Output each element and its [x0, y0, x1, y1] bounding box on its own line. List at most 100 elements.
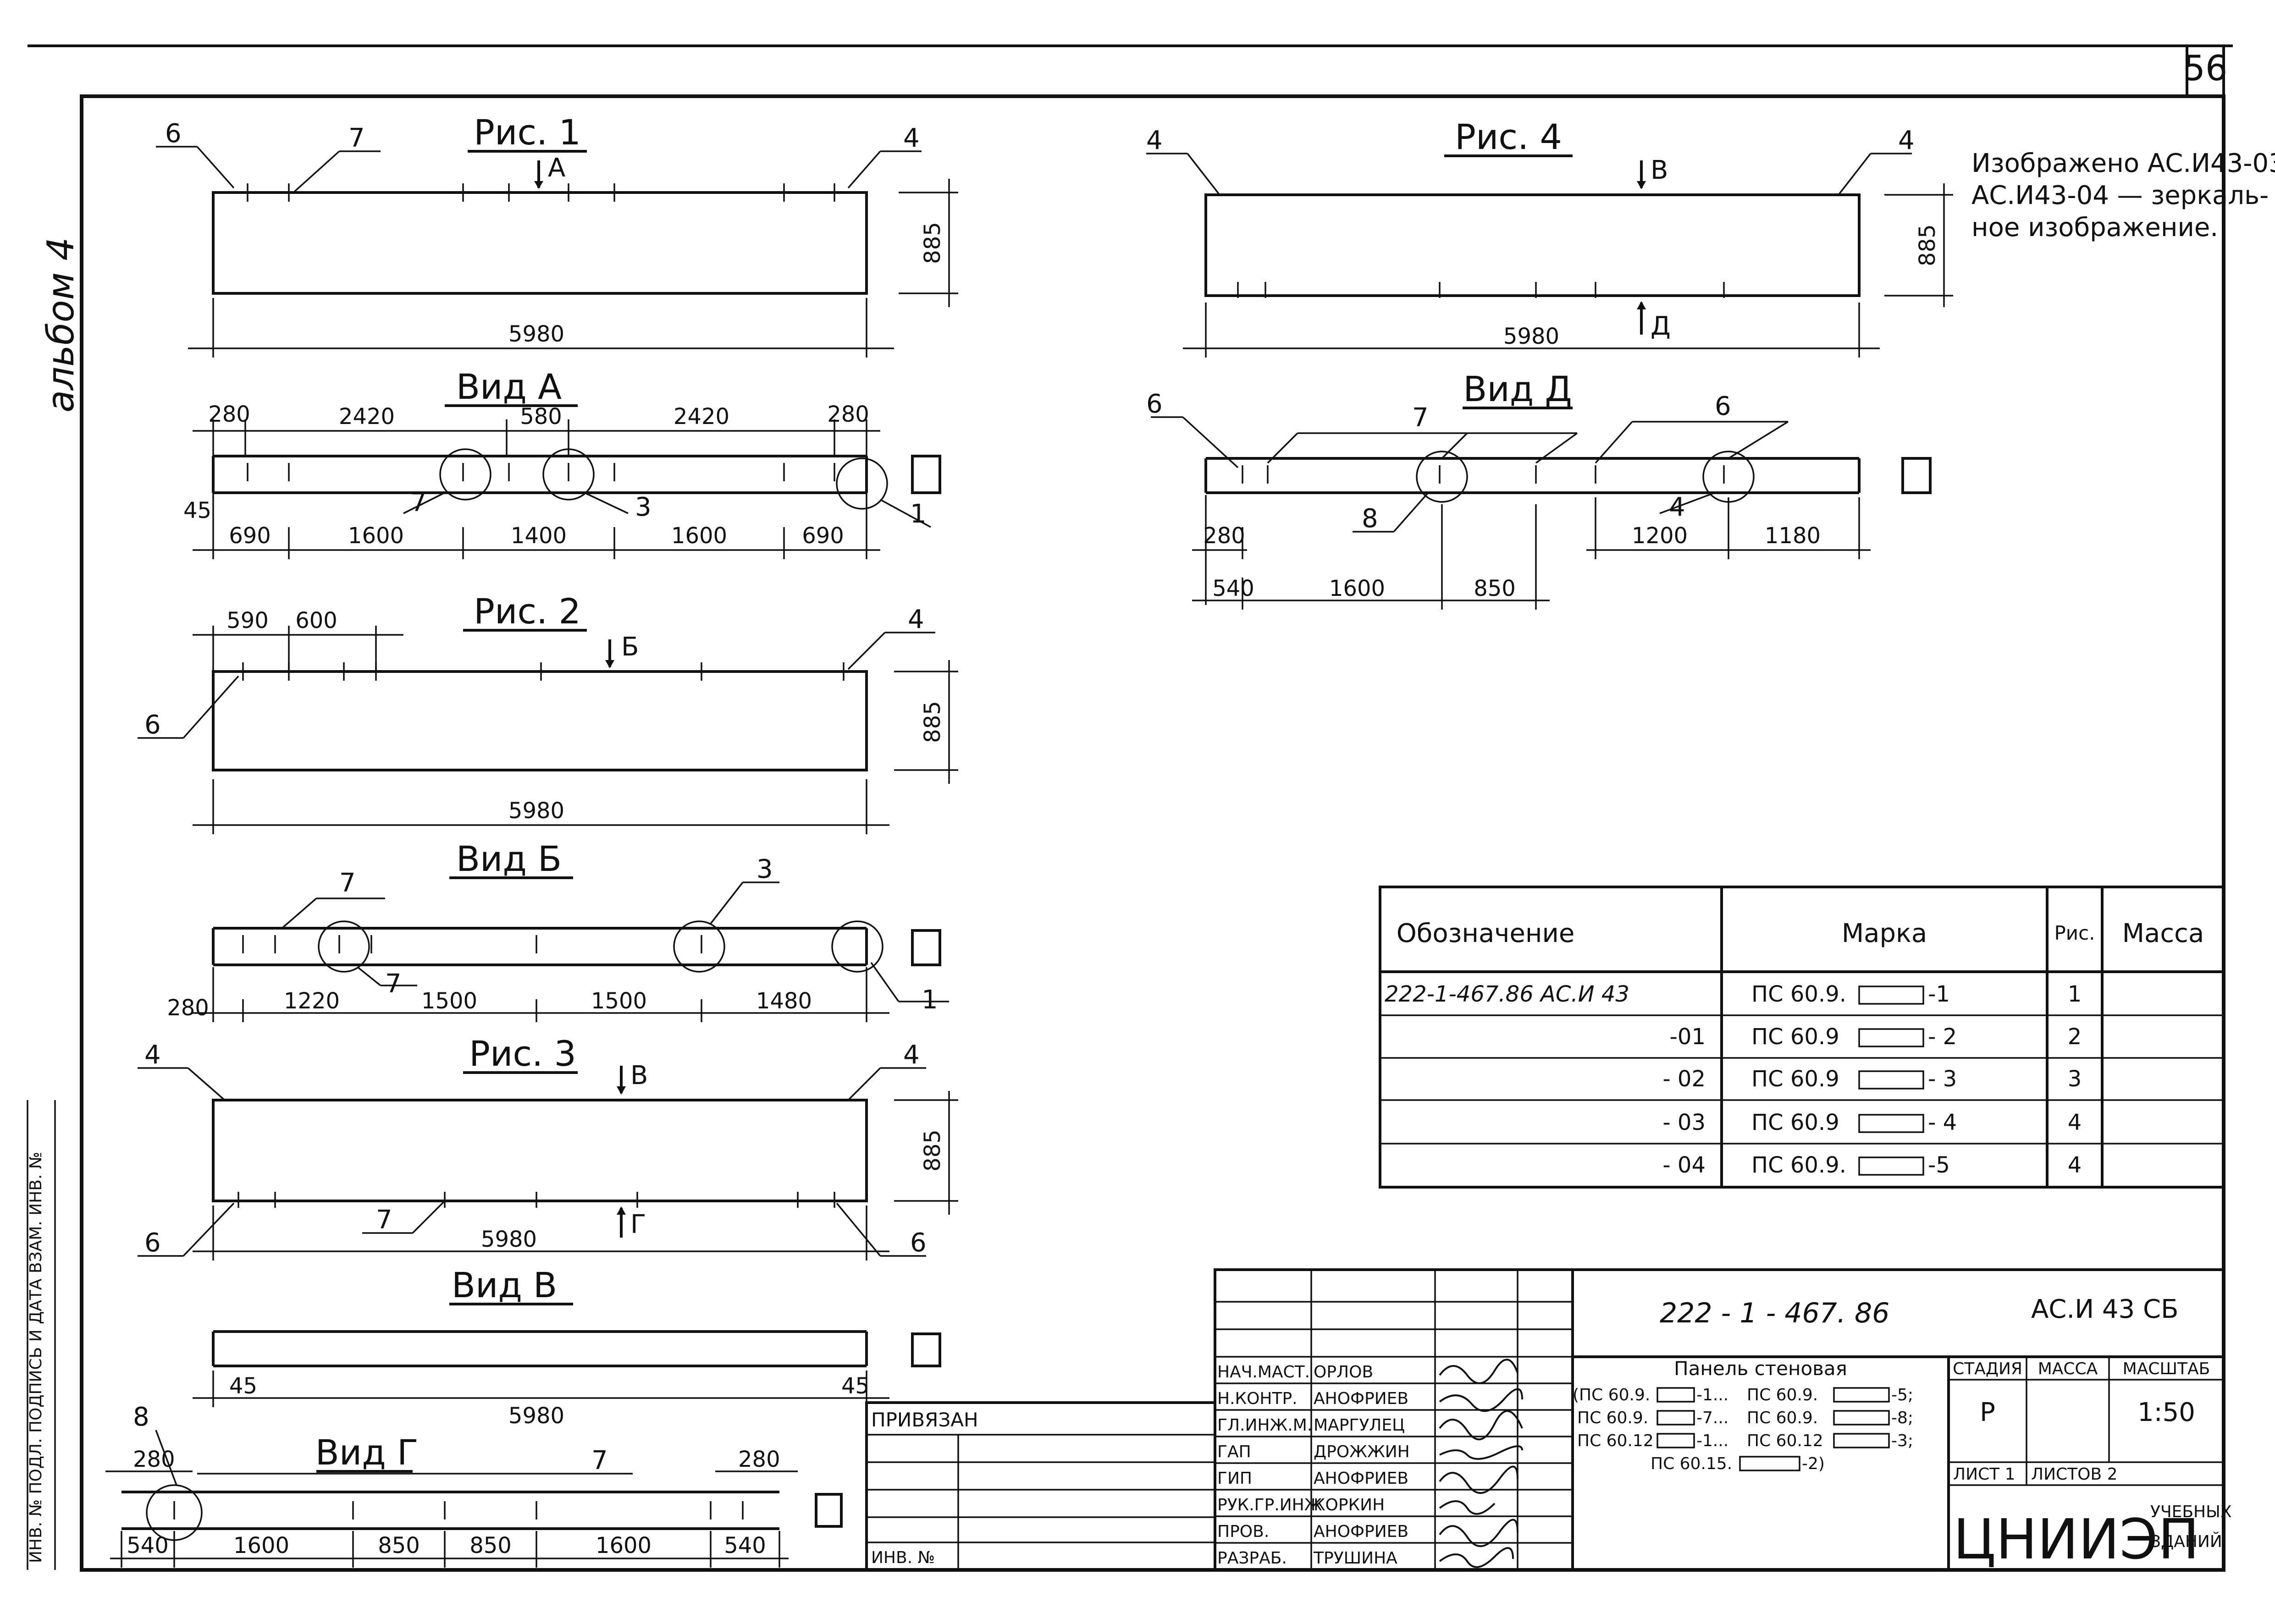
table-row: 222-1-467.86 АС.И 43 ПС 60.9. -1 1: [1385, 981, 2082, 1007]
callout: 3: [756, 854, 773, 884]
row-code: 222-1-467.86 АС.И 43: [1385, 981, 1629, 1007]
row-fig: 2: [2068, 1024, 2082, 1050]
view-A-title: Вид А: [456, 366, 562, 407]
dim: 690: [802, 523, 844, 549]
role-name: АНОФРИЕВ: [1314, 1522, 1408, 1541]
dim: 1600: [596, 1533, 652, 1558]
dim: 2420: [674, 404, 729, 429]
desc-text: -1...: [1696, 1386, 1728, 1404]
view-arrow-label: В: [630, 1061, 648, 1090]
dim: 1600: [671, 523, 727, 549]
callout: 4: [1669, 492, 1685, 522]
sheet-number-box: [2186, 44, 2225, 98]
scale-header: МАСШТАБ: [2123, 1360, 2210, 1378]
mark-placeholder-box: [1858, 1070, 1924, 1090]
row-suffix: - 2: [1928, 1024, 1957, 1050]
desc-text: (ПС 60.9.: [1573, 1386, 1650, 1404]
mark-placeholder-box: [1858, 1156, 1924, 1176]
row-fig: 1: [2068, 981, 2082, 1007]
callout: 7: [591, 1446, 608, 1475]
scale-value: 1:50: [2137, 1398, 2195, 1427]
callout: 6: [1715, 391, 1731, 421]
row-code: - 02: [1662, 1066, 1706, 1092]
figure-2-title: Рис. 2: [474, 591, 581, 632]
sheets-label: ЛИСТОВ 2: [2031, 1465, 2118, 1484]
row-fig: 3: [2068, 1066, 2082, 1092]
dim: 1600: [348, 523, 404, 549]
section-mark: [911, 1332, 941, 1367]
callout: 6: [144, 1228, 161, 1258]
callout: 4: [903, 1040, 920, 1070]
dim-width: 5980: [508, 1403, 564, 1429]
view-arrow-label: Б: [621, 632, 639, 662]
figure-4: Рис. 4 В Д 4 4 5980 885: [1146, 116, 1953, 358]
panel-description: Панель стеновая (ПС 60.9. -1... ПС 60.9.…: [1573, 1357, 1913, 1473]
callout: 4: [908, 605, 924, 634]
dim-width: 5980: [1503, 324, 1559, 349]
table-row: -01 ПС 60.9 - 2 2: [1670, 1024, 2082, 1050]
dim: 540: [724, 1533, 766, 1558]
sheet-number: 56: [2183, 48, 2228, 88]
view-arrow-label: Г: [630, 1210, 646, 1239]
mark-placeholder-box: [1657, 1433, 1695, 1448]
stage-value: Р: [1980, 1398, 1995, 1427]
section-mark: [1901, 457, 1932, 494]
dim: 45: [183, 498, 211, 523]
project-code: 222 - 1 - 467. 86: [1660, 1297, 1889, 1329]
view-D: Вид Д 6 7 6 8 4 280 540 1600 850 1200 11…: [1146, 369, 1932, 610]
role-name: МАРГУЛЕЦ: [1314, 1416, 1405, 1435]
callout: 7: [348, 123, 365, 153]
dim: 280: [1203, 523, 1245, 549]
view-arrow-label: Д: [1651, 311, 1671, 341]
view-V-title: Вид В: [452, 1265, 557, 1305]
note-line-2: АС.И43-04 — зеркаль-: [1971, 181, 2269, 210]
panel-elevation: [212, 191, 868, 295]
role-label: ГАП: [1217, 1442, 1251, 1461]
col-header: Масса: [2122, 919, 2204, 948]
row-mark: ПС 60.9: [1751, 1066, 1839, 1092]
role-label: ГЛ.ИНЖ.М.: [1217, 1416, 1312, 1435]
figure-2: Рис. 2 Б 590 600 6 4 5980 885: [138, 591, 958, 834]
role-name: ТРУШИНА: [1313, 1549, 1397, 1568]
row-mark: ПС 60.9: [1751, 1024, 1839, 1050]
dim: 280: [133, 1447, 175, 1472]
role-name: АНОФРИЕВ: [1314, 1469, 1408, 1488]
org-text: ЗДАНИЙ: [2150, 1532, 2222, 1551]
side-strip-text: ИНВ. № ПОДЛ. ПОДПИСЬ И ДАТА ВЗАМ. ИНВ. №: [27, 1152, 45, 1563]
view-V: Вид В 45 45 5980: [193, 1265, 941, 1429]
spec-table: Обозначение Марка Рис. Масса 222-1-467.8…: [1379, 886, 2225, 1189]
album-label: альбом 4: [39, 237, 82, 413]
dim: 1180: [1765, 523, 1821, 549]
mark-placeholder-box: [1833, 1410, 1890, 1426]
row-suffix: - 3: [1928, 1066, 1957, 1092]
col-header: Рис.: [2054, 922, 2095, 944]
desc-text: ПС 60.9.: [1577, 1409, 1648, 1427]
figure-4-title: Рис. 4: [1455, 116, 1562, 157]
role-label: ПРОВ.: [1217, 1522, 1269, 1541]
section-mark: [911, 929, 941, 966]
row-fig: 4: [2068, 1152, 2082, 1178]
table-row: - 04 ПС 60.9. -5 4: [1662, 1152, 2082, 1178]
title-block: ПРИВЯЗАН ИНВ. № 222 - 1 - 467. 86 АС.И 4…: [865, 1268, 2232, 1572]
mark-placeholder-box: [1858, 985, 1924, 1005]
view-B-title: Вид Б: [456, 838, 562, 879]
col-header: Обозначение: [1397, 919, 1575, 948]
row-suffix: - 4: [1928, 1110, 1957, 1135]
row-suffix: -5: [1928, 1152, 1950, 1178]
role-name: ОРЛОВ: [1314, 1363, 1373, 1382]
panel-elevation: [1204, 193, 1861, 297]
role-label: ГИП: [1217, 1469, 1252, 1488]
dim: 580: [520, 404, 562, 429]
desc-text: ПС 60.9.: [1747, 1409, 1818, 1427]
mark-placeholder-box: [1739, 1456, 1800, 1471]
col-header: Марка: [1842, 919, 1927, 948]
dim: 1500: [591, 988, 647, 1014]
dim-height: 885: [920, 222, 945, 264]
dim: 540: [1212, 576, 1254, 601]
view-arrow-label: В: [1651, 155, 1668, 185]
section-mark: [815, 1493, 843, 1528]
row-code: - 04: [1662, 1152, 1706, 1178]
dim: 590: [226, 608, 269, 633]
dim: 280: [827, 402, 869, 427]
view-A: Вид А 280 2420 580 2420 280 45 690 1600 …: [183, 366, 941, 559]
